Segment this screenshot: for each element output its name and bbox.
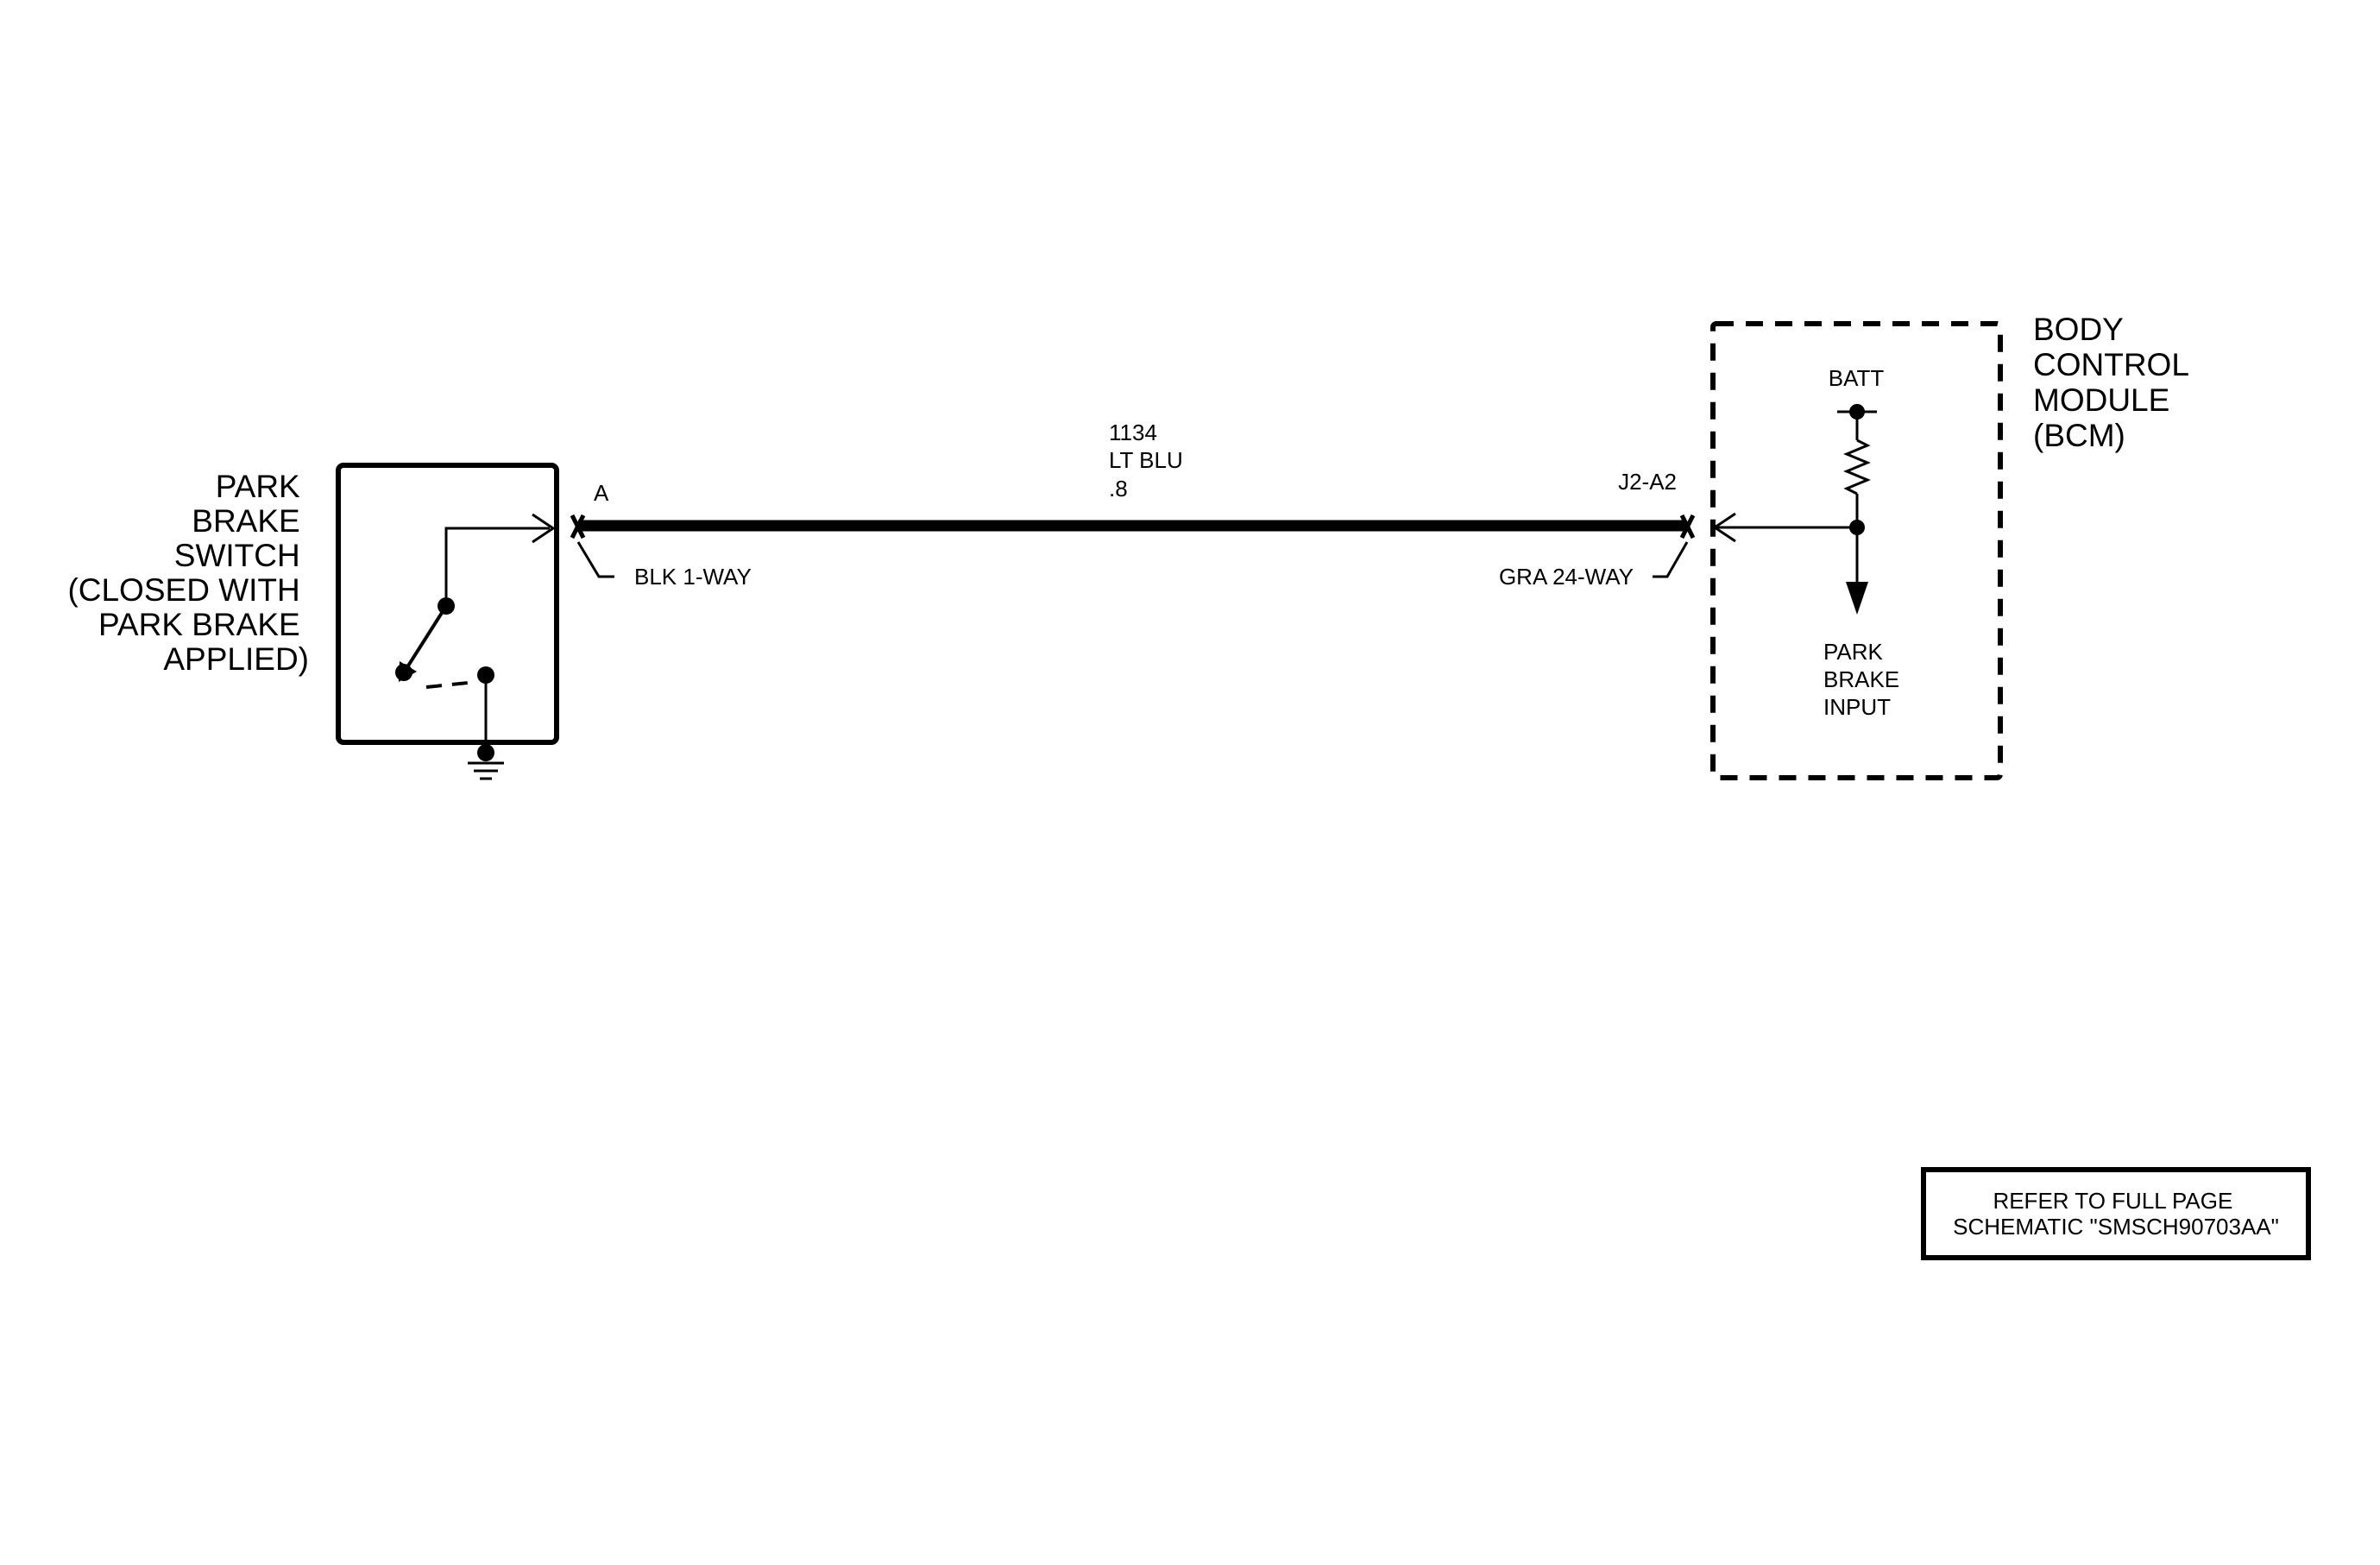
switch-label-line-6: APPLIED) <box>163 641 309 677</box>
input-label-line-3: INPUT <box>1823 694 1891 720</box>
switch-label-line-1: PARK <box>216 469 300 504</box>
wire-color: LT BLU <box>1109 447 1183 473</box>
bcm-label-line-4: (BCM) <box>2033 418 2125 453</box>
bcm-connector-leader <box>1653 541 1689 578</box>
reference-note-line-2: SCHEMATIC "SMSCH90703AA" <box>1953 1214 2279 1240</box>
resistor-icon <box>1843 439 1871 495</box>
batt-label: BATT <box>1829 365 1885 391</box>
circuit-wire: 1134 LT BLU .8 <box>578 420 1687 532</box>
bcm-label: BODY CONTROL MODULE (BCM) <box>2033 312 2197 453</box>
switch-connector: A BLK 1-WAY <box>570 480 752 590</box>
input-label-line-1: PARK <box>1823 639 1884 665</box>
switch-box <box>336 463 559 745</box>
wire-gauge: .8 <box>1109 476 1128 502</box>
ground-splice <box>477 744 494 761</box>
switch-connector-mark-2 <box>570 514 586 540</box>
switch-label-line-4: (CLOSED WITH <box>67 572 299 608</box>
switch-blade <box>404 604 448 672</box>
switch-output-arrowhead <box>532 513 556 544</box>
wire-circuit-number: 1134 <box>1109 420 1157 445</box>
park-brake-input-label: PARK BRAKE INPUT <box>1823 639 1905 720</box>
bcm-connector: J2-A2 GRA 24-WAY <box>1499 469 1696 590</box>
bcm-label-line-1: BODY <box>2033 312 2123 347</box>
park-brake-switch: PARK BRAKE SWITCH (CLOSED WITH PARK BRAK… <box>67 463 559 780</box>
bcm-label-line-3: MODULE <box>2033 382 2169 418</box>
bcm-connector-label: GRA 24-WAY <box>1499 564 1634 590</box>
reference-note-line-1: REFER TO FULL PAGE <box>1993 1188 2232 1214</box>
switch-label: PARK BRAKE SWITCH (CLOSED WITH PARK BRAK… <box>67 469 309 677</box>
input-signal-arrowhead <box>1846 582 1868 615</box>
reference-note: REFER TO FULL PAGE SCHEMATIC "SMSCH90703… <box>1921 1167 2311 1260</box>
switch-output-line <box>444 527 550 606</box>
switch-connector-leader <box>576 541 614 578</box>
reference-note-text: REFER TO FULL PAGE SCHEMATIC "SMSCH90703… <box>1953 1188 2279 1240</box>
switch-contact-pivot <box>395 664 412 681</box>
bcm-pin-label: J2-A2 <box>1618 469 1677 495</box>
switch-label-line-2: BRAKE <box>192 503 299 539</box>
input-label-line-2: BRAKE <box>1823 666 1899 692</box>
reference-note-box <box>1921 1167 2311 1260</box>
switch-label-line-3: SWITCH <box>174 538 300 573</box>
bcm-connector-mark-2 <box>1679 514 1696 540</box>
switch-label-line-5: PARK BRAKE <box>98 607 300 642</box>
switch-pin-label: A <box>594 480 609 506</box>
switch-connector-label: BLK 1-WAY <box>634 564 752 590</box>
bcm-label-line-2: CONTROL <box>2033 347 2188 382</box>
switch-dashed-link <box>425 680 477 689</box>
bcm-dashed-box <box>1710 321 2003 780</box>
body-control-module: BODY CONTROL MODULE (BCM) BATT PARK BRAK… <box>1710 312 2197 780</box>
wire-label: 1134 LT BLU .8 <box>1109 420 1189 502</box>
bcm-input-arrowhead <box>1712 512 1736 543</box>
ground-icon <box>468 761 504 780</box>
